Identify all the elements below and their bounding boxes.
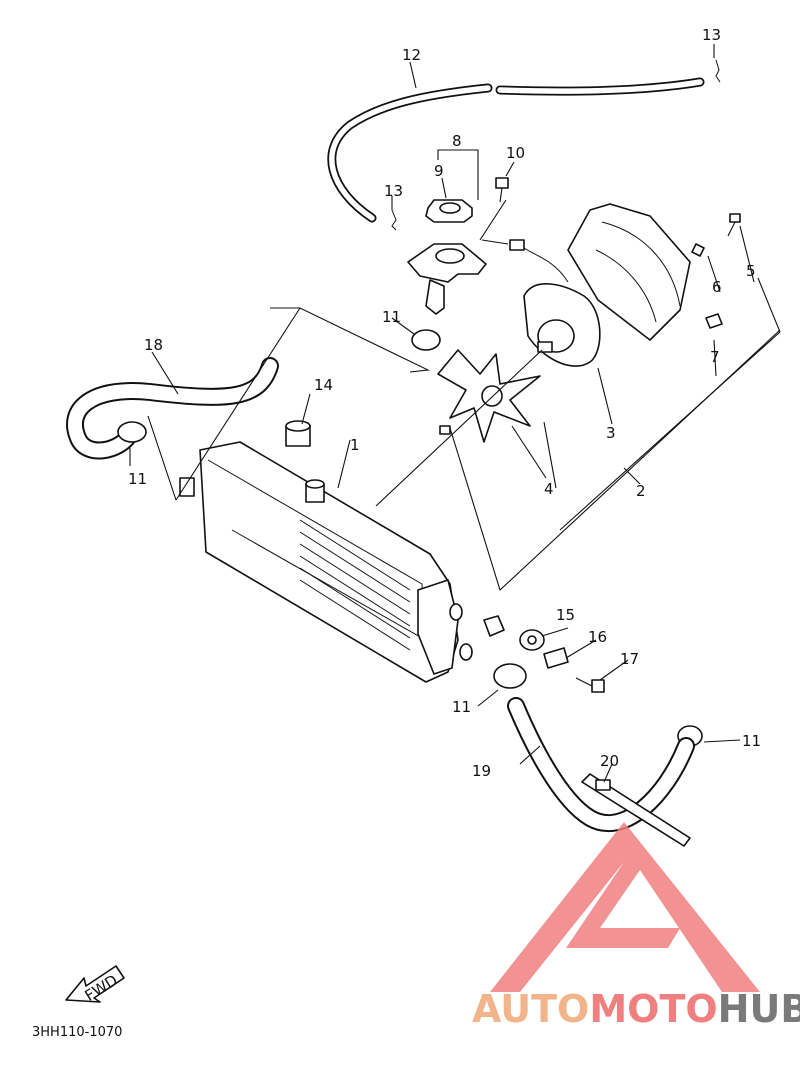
callout-11-lower-left: 11 xyxy=(452,698,471,716)
filler-neck xyxy=(407,243,487,315)
callout-8: 8 xyxy=(452,132,462,150)
watermark-text: AUTOMOTOHUB xyxy=(472,987,800,1031)
radiator-core xyxy=(179,441,473,683)
drawing-code: 3HH110-1070 xyxy=(32,1025,122,1040)
fan-bolts xyxy=(439,213,741,435)
motor-connector xyxy=(509,239,569,283)
leader-lines xyxy=(129,44,781,783)
callout-17: 17 xyxy=(620,650,639,668)
watermark-hub: HUB xyxy=(718,987,800,1031)
callout-9: 9 xyxy=(434,162,444,180)
collar-16 xyxy=(543,647,569,669)
callout-15: 15 xyxy=(556,606,575,624)
callout-12: 12 xyxy=(402,46,421,64)
callout-20: 20 xyxy=(600,752,619,770)
callout-1: 1 xyxy=(350,436,360,454)
fan-blade xyxy=(437,349,541,443)
callout-10: 10 xyxy=(506,144,525,162)
fwd-arrow: FWD xyxy=(65,965,125,1005)
callouts: 1 2 3 4 5 6 7 8 9 10 11 12 13 13 14 15 1… xyxy=(128,26,761,780)
callout-5: 5 xyxy=(746,262,756,280)
lower-radiator-hose xyxy=(507,697,695,833)
watermark-moto: MOTO xyxy=(589,987,717,1031)
hose-clamp-upper-left xyxy=(117,421,147,443)
hose-clamp-lower-left xyxy=(493,663,527,689)
watermark-auto: AUTO xyxy=(472,987,589,1031)
callout-11-lower-right: 11 xyxy=(742,732,761,750)
hose-clamp-upper-right xyxy=(411,329,441,351)
breather-hose xyxy=(327,77,705,223)
bolt-17 xyxy=(575,677,605,693)
callout-16: 16 xyxy=(588,628,607,646)
bolt-10 xyxy=(495,177,509,203)
callout-3: 3 xyxy=(606,424,616,442)
watermark-triangle-mark xyxy=(490,822,760,992)
radiator-outlet-fitting xyxy=(483,615,505,637)
radiator-cap xyxy=(425,199,473,223)
callout-13-right: 13 xyxy=(702,26,721,44)
callout-6: 6 xyxy=(712,278,722,296)
callout-13-left: 13 xyxy=(384,182,403,200)
callout-11-upper-right: 11 xyxy=(382,308,401,326)
callout-18: 18 xyxy=(144,336,163,354)
grommet-15 xyxy=(519,629,545,651)
drain-cap-14 xyxy=(285,420,311,447)
hose-clip-left xyxy=(391,209,397,231)
hose-clip-right xyxy=(715,59,721,83)
callout-7: 7 xyxy=(710,348,720,366)
callout-19: 19 xyxy=(472,762,491,780)
callout-2: 2 xyxy=(636,482,646,500)
watermark-logo: AUTOMOTOHUB xyxy=(472,822,800,1031)
callout-11-left: 11 xyxy=(128,470,147,488)
cable-tie-20 xyxy=(581,773,691,847)
callout-4: 4 xyxy=(544,480,554,498)
fan-shroud xyxy=(567,203,691,341)
upper-radiator-hose xyxy=(66,357,279,460)
callout-14: 14 xyxy=(314,376,333,394)
radiator-filler-inlet xyxy=(305,479,325,503)
fan-motor xyxy=(523,283,601,367)
